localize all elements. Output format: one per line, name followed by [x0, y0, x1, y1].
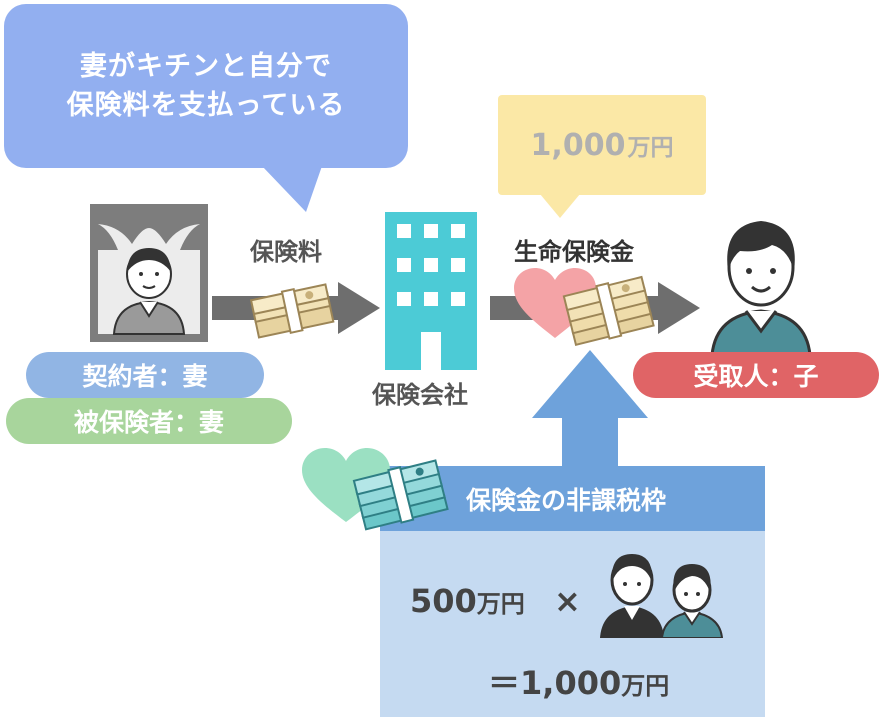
- memorial-portrait-icon: [90, 204, 208, 342]
- premium-label: 保険料: [250, 238, 322, 266]
- recipient-pill: 受取人：子: [633, 352, 879, 398]
- money-stack-green-icon: [352, 459, 449, 531]
- child-avatar-icon: [710, 221, 812, 355]
- payout-amount-number: 1,000: [530, 127, 626, 163]
- bubble-line-2: 保険料を支払っている: [66, 90, 346, 121]
- tax-free-arrow: [532, 350, 648, 468]
- multiply-sign: ×: [553, 582, 581, 620]
- payout-label: 生命保険金: [514, 238, 634, 266]
- money-stack-icon: [562, 275, 655, 347]
- contractor-pill: 契約者：妻: [26, 352, 264, 398]
- speech-bubble-tail: [262, 166, 322, 212]
- insurance-company-label: 保険会社: [372, 381, 468, 409]
- money-bundle-icon: [249, 283, 335, 339]
- insurance-company-building-icon: [385, 212, 477, 370]
- bubble-line-1: 妻がキチンと自分で: [80, 50, 332, 82]
- tax-free-per-heir-unit: 万円: [476, 590, 525, 618]
- equals-sign: ＝: [488, 664, 521, 702]
- tax-free-per-heir-number: 500: [410, 582, 477, 620]
- payout-amount-box: 1,000 万円: [498, 95, 706, 195]
- tax-free-per-heir: 500万円 ×: [410, 582, 581, 620]
- tax-free-total-unit: 万円: [621, 672, 670, 700]
- heirs-icon: [600, 554, 724, 638]
- tax-free-total-number: 1,000: [520, 664, 622, 702]
- speech-bubble: 妻がキチンと自分で 保険料を支払っている: [4, 4, 408, 168]
- insured-pill: 被保険者：妻: [6, 398, 292, 444]
- payout-amount-unit: 万円: [627, 135, 674, 161]
- amount-box-tail: [540, 194, 580, 218]
- tax-free-total: ＝1,000万円: [488, 658, 669, 704]
